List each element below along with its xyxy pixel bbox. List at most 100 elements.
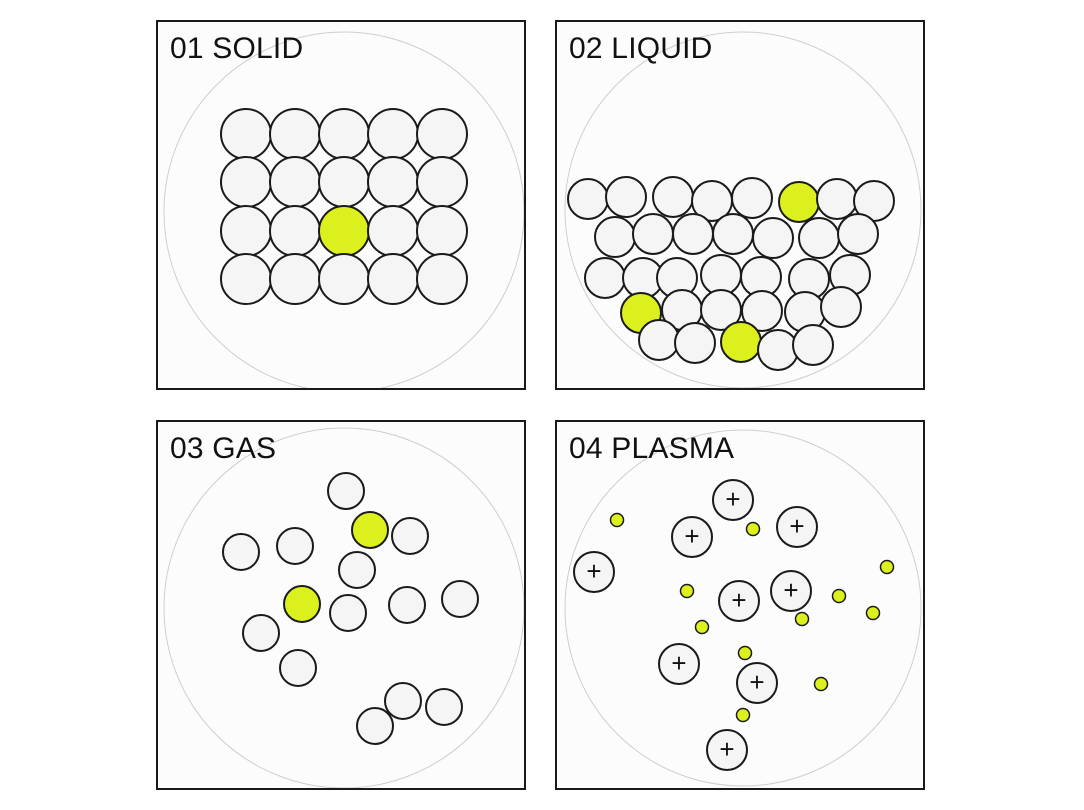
- ion-plus-sign: +: [586, 556, 601, 586]
- particle: [632, 213, 674, 255]
- particle: [672, 213, 714, 255]
- container-circle: [163, 31, 524, 388]
- electron-particle: [813, 676, 829, 692]
- particle: [356, 707, 394, 745]
- electron-particle: [679, 583, 695, 599]
- gas-illustration: [163, 427, 524, 788]
- particle: [731, 177, 773, 219]
- container-circle: [564, 429, 922, 787]
- particle: [220, 205, 272, 257]
- particle: [594, 216, 636, 258]
- particle: [416, 108, 468, 160]
- electron-particle: [865, 605, 881, 621]
- particle: [338, 551, 376, 589]
- particle: [837, 213, 879, 255]
- particle: [388, 586, 426, 624]
- particle: [327, 472, 365, 510]
- particle: [416, 253, 468, 305]
- particle: [820, 286, 862, 328]
- electron-particle: [745, 521, 761, 537]
- ion-particle: [712, 479, 754, 521]
- highlighted-particle: [720, 321, 762, 363]
- panel-gas: 03 GAS: [156, 420, 526, 790]
- electron-particle: [794, 611, 810, 627]
- panel-plasma: +++++++++ 04 PLASMA: [555, 420, 925, 790]
- highlighted-particle: [318, 205, 370, 257]
- particle: [367, 108, 419, 160]
- particle: [220, 108, 272, 160]
- particle: [329, 594, 367, 632]
- electron-particle: [879, 559, 895, 575]
- particle: [638, 319, 680, 361]
- particle: [674, 322, 716, 364]
- ion-particle: [736, 662, 778, 704]
- panel-title: 02 LIQUID: [569, 32, 713, 65]
- particle: [752, 217, 794, 259]
- particle: [318, 156, 370, 208]
- ion-plus-sign: +: [749, 667, 764, 697]
- panel-title: 01 SOLID: [170, 32, 304, 65]
- ion-plus-sign: +: [789, 511, 804, 541]
- plasma-illustration: +++++++++: [564, 429, 922, 787]
- particle: [567, 178, 609, 220]
- particle: [792, 324, 834, 366]
- solid-illustration: [163, 31, 524, 388]
- particle: [700, 289, 742, 331]
- particle: [269, 156, 321, 208]
- particle: [605, 176, 647, 218]
- ion-plus-sign: +: [783, 575, 798, 605]
- liquid-illustration: [564, 31, 922, 388]
- electron-particle: [735, 707, 751, 723]
- particle: [584, 257, 626, 299]
- panel-title: 04 PLASMA: [569, 432, 735, 465]
- electron-particle: [609, 512, 625, 528]
- ion-plus-sign: +: [731, 585, 746, 615]
- panel-liquid: 02 LIQUID: [555, 20, 925, 390]
- ion-particle: [776, 506, 818, 548]
- particle: [441, 580, 479, 618]
- container-circle: [564, 31, 922, 388]
- ion-particle: [573, 551, 615, 593]
- particle: [276, 527, 314, 565]
- particle: [741, 290, 783, 332]
- particle: [318, 108, 370, 160]
- particle: [220, 156, 272, 208]
- highlighted-particle: [778, 181, 820, 223]
- particle: [269, 108, 321, 160]
- particle: [652, 176, 694, 218]
- ion-particle: [706, 729, 748, 771]
- electron-particle: [831, 588, 847, 604]
- electron-particle: [737, 645, 753, 661]
- particle: [757, 329, 799, 371]
- particle: [367, 156, 419, 208]
- panel-title: 03 GAS: [170, 432, 277, 465]
- particle: [242, 614, 280, 652]
- highlighted-particle: [283, 585, 321, 623]
- particle: [220, 253, 272, 305]
- highlighted-particle: [351, 511, 389, 549]
- ion-particle: [718, 580, 760, 622]
- particle: [816, 178, 858, 220]
- particle: [416, 205, 468, 257]
- particle: [367, 253, 419, 305]
- particle: [279, 649, 317, 687]
- particle: [391, 517, 429, 555]
- particle: [222, 533, 260, 571]
- container-circle: [163, 427, 524, 788]
- ion-particle: [658, 643, 700, 685]
- particle: [269, 205, 321, 257]
- electron-particle: [694, 619, 710, 635]
- panel-solid: 01 SOLID: [156, 20, 526, 390]
- ion-plus-sign: +: [684, 521, 699, 551]
- particle: [269, 253, 321, 305]
- ion-plus-sign: +: [725, 484, 740, 514]
- ion-particle: [770, 570, 812, 612]
- particle: [425, 688, 463, 726]
- ion-particle: [671, 516, 713, 558]
- particle: [367, 205, 419, 257]
- particle: [712, 213, 754, 255]
- particle: [384, 682, 422, 720]
- ion-plus-sign: +: [719, 734, 734, 764]
- particle: [416, 156, 468, 208]
- particle: [798, 217, 840, 259]
